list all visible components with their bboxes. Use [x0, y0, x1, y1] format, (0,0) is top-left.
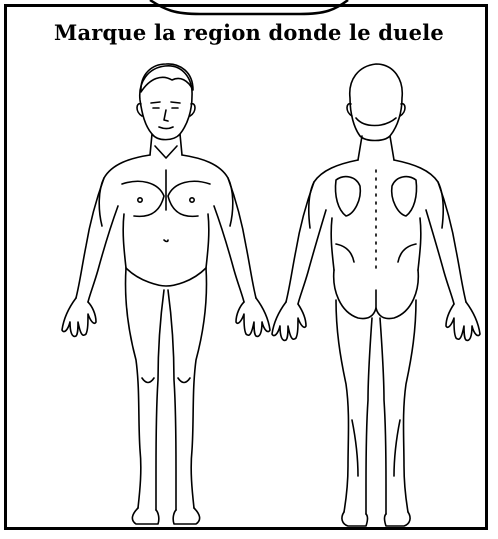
back-left-leg: [336, 300, 349, 512]
back-right-hand: [446, 302, 480, 340]
back-right-leg: [404, 300, 417, 512]
back-left-foot: [342, 512, 368, 526]
back-right-foot: [385, 512, 411, 526]
back-head: [350, 64, 403, 141]
back-left-hand: [272, 302, 306, 340]
back-neck: [358, 136, 394, 160]
